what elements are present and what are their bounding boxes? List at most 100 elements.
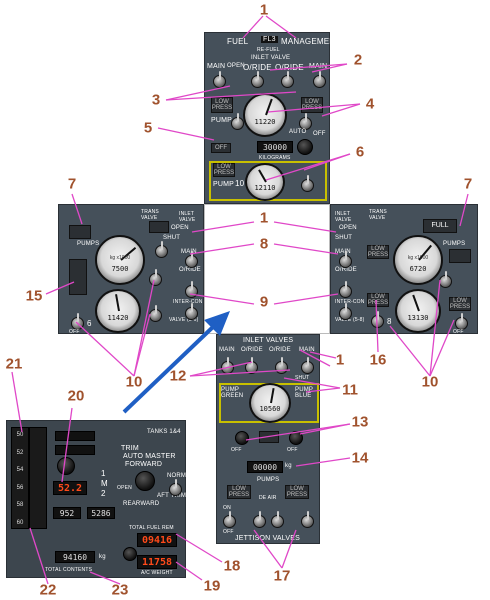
- main-valve-switch[interactable]: [185, 251, 198, 268]
- leader-8a: [189, 243, 255, 255]
- de-air-label: DE AIR: [259, 495, 277, 501]
- blue-arrow: [122, 311, 230, 414]
- pump-number: 8: [387, 317, 392, 326]
- leader-17a: [253, 529, 283, 569]
- low-press-lamp-upper: LOW PRESS: [367, 245, 389, 259]
- leader-2b: [269, 63, 348, 71]
- inter-con-switch[interactable]: [185, 303, 198, 320]
- cg-tape-tick: 56: [16, 484, 24, 491]
- total-contents-label: TOTAL CONTENTS: [45, 567, 93, 573]
- oride-left-switch[interactable]: [245, 357, 258, 374]
- main-left-label: MAIN: [219, 347, 235, 353]
- forward-label: FORWARD: [125, 461, 163, 468]
- m-label: M: [101, 479, 108, 488]
- callout-18: 18: [223, 557, 241, 575]
- callout-9: 9: [259, 293, 269, 311]
- de-air-switch-left[interactable]: [253, 511, 266, 528]
- main-left-switch[interactable]: [213, 71, 226, 88]
- leader-12b: [189, 369, 291, 377]
- top-fuel-management-panel: FUEL FL3 MANAGEMENT INLET VALVE RE-FUEL …: [204, 32, 340, 204]
- callout-17: 17: [273, 567, 291, 585]
- main-right-switch[interactable]: [301, 357, 314, 374]
- weight-knob[interactable]: [123, 547, 137, 561]
- trans-valve-label: TRANS VALVE: [369, 209, 387, 221]
- low-press-lamp-lower: LOW PRESS: [213, 163, 235, 177]
- pump-switch-right-lower[interactable]: [455, 313, 468, 330]
- fuel-title: FUEL: [227, 37, 249, 46]
- pump-switch-right[interactable]: [299, 113, 312, 130]
- de-air-switch-right[interactable]: [271, 511, 284, 528]
- leader-11b: [305, 387, 341, 393]
- oride-valve-switch[interactable]: [339, 281, 352, 298]
- trim-toggle[interactable]: [169, 479, 182, 496]
- leader-10d: [429, 319, 455, 377]
- inter-con-label: INTER-CON: [335, 299, 365, 305]
- panel-code: FL3: [261, 36, 278, 43]
- re-fuel-label: RE-FUEL: [257, 47, 280, 53]
- open-label: OPEN: [171, 225, 189, 231]
- callout-23: 23: [111, 581, 129, 599]
- full-lamp: FULL: [423, 219, 457, 233]
- oride-left-label: O/RIDE: [243, 63, 272, 72]
- pumps-lamp: [449, 249, 471, 263]
- rearward-label: REARWARD: [123, 501, 160, 507]
- cg-readout: 52.2: [53, 481, 87, 495]
- pump-switch-lower[interactable]: [301, 175, 314, 192]
- fuel-quantity-gauge-upper: 11220: [243, 93, 287, 137]
- pump-switch-left[interactable]: [231, 113, 244, 130]
- oride-right-label: O/RIDE: [275, 63, 304, 72]
- leader-5: [157, 127, 215, 141]
- leader-10b: [133, 279, 155, 377]
- jettison-switch-right[interactable]: [301, 511, 314, 528]
- left-tank-panel: TRANS VALVE INLET VALVE PUMPS SHUT OPEN …: [58, 204, 204, 335]
- leader-15: [45, 281, 75, 295]
- callout-7-left: 7: [67, 175, 77, 193]
- arrow-shaft: [122, 324, 216, 414]
- kilograms-label: KILOGRAMS: [259, 155, 291, 161]
- callout-10-left: 10: [125, 373, 143, 391]
- inter-con-switch[interactable]: [339, 303, 352, 320]
- leader-20: [61, 407, 73, 483]
- leader-19: [175, 561, 203, 581]
- main-right-switch[interactable]: [313, 71, 326, 88]
- tanks-label: TANKS 1&4: [147, 429, 181, 435]
- oride-right-switch[interactable]: [281, 71, 294, 88]
- trim-selector[interactable]: [135, 471, 155, 491]
- counter-set-knob[interactable]: [297, 139, 313, 155]
- auto-master-label: AUTO MASTER: [123, 453, 176, 460]
- callout-2: 2: [353, 51, 363, 69]
- pump-knob-right[interactable]: [289, 431, 303, 445]
- main-valve-switch[interactable]: [339, 251, 352, 268]
- callout-1-top: 1: [259, 1, 269, 19]
- inlet-valve-label: INLET VALVE: [335, 211, 352, 223]
- kg-label: kg: [285, 463, 292, 469]
- callout-15: 15: [25, 287, 43, 305]
- jettison-switch-left[interactable]: [223, 511, 236, 528]
- tank-gauge-lower-value: 11420: [107, 314, 129, 323]
- inlet-valve-label: INLET VALVE: [251, 55, 291, 61]
- cg-tape-tick: 58: [16, 502, 24, 509]
- leader-12a: [189, 361, 253, 377]
- callout-7-right: 7: [463, 175, 473, 193]
- shut-switch[interactable]: [155, 241, 168, 258]
- low-press-lamp-left: LOW PRESS: [211, 97, 233, 113]
- pump-knob-left[interactable]: [235, 431, 249, 445]
- on-label: ON: [223, 505, 231, 511]
- bottom-inlet-valves-panel: INLET VALVES MAIN O/RIDE O/RIDE MAIN SHU…: [216, 334, 320, 544]
- pump-number: 6: [87, 319, 92, 328]
- low-press-lamp-right: LOW PRESS: [449, 297, 471, 311]
- oride-left-switch[interactable]: [251, 71, 264, 88]
- cg-tape-2: [29, 427, 47, 529]
- select-knob[interactable]: [57, 457, 75, 475]
- callout-14: 14: [351, 449, 369, 467]
- cg-tape-tick: 50: [16, 432, 24, 438]
- leader-3a: [165, 85, 231, 101]
- pump-switch-mid-upper[interactable]: [149, 269, 162, 286]
- callout-13: 13: [351, 413, 369, 431]
- oride-label: O/RIDE: [335, 267, 357, 273]
- auto-label: AUTO: [289, 129, 307, 135]
- leader-lines: [11, 15, 469, 585]
